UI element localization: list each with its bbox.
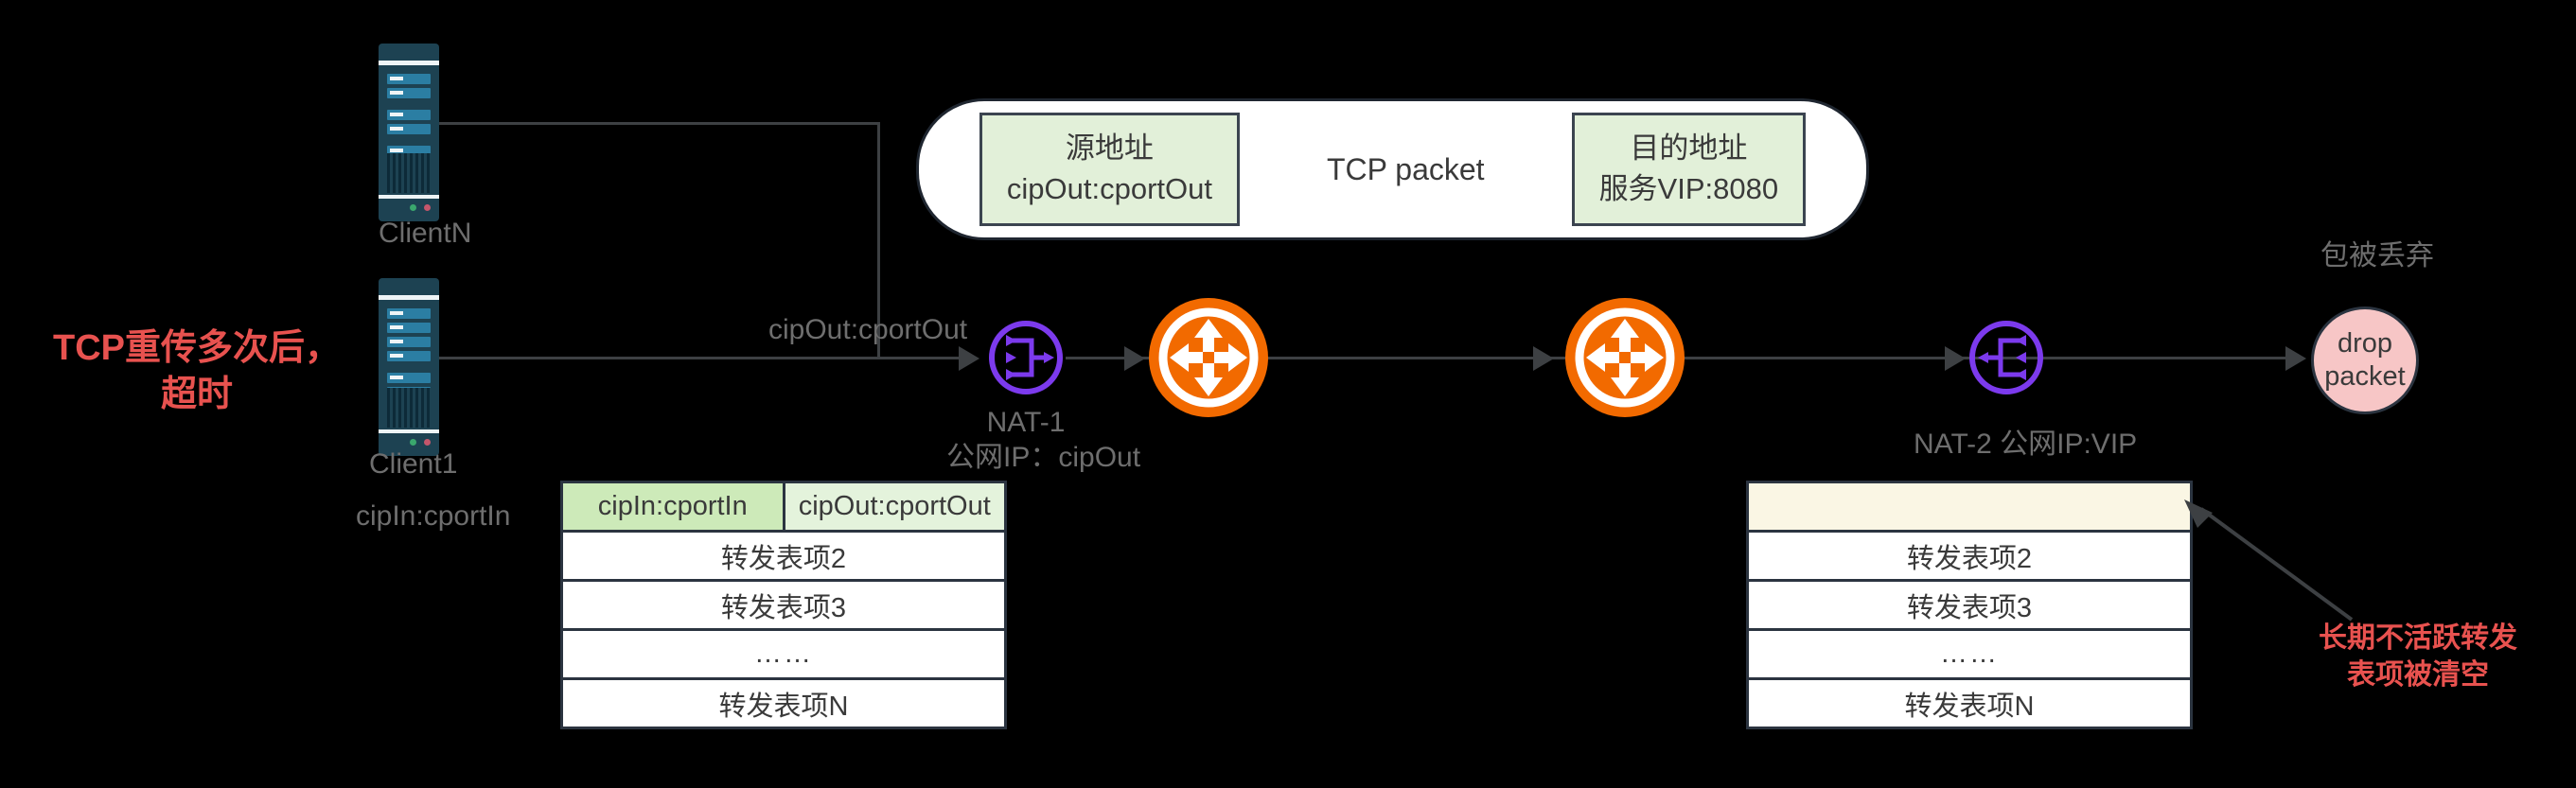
server-slot bbox=[387, 146, 431, 156]
nat-fanout-icon bbox=[989, 321, 1063, 394]
cleared-annotation-line2: 表项被清空 bbox=[2347, 659, 2489, 691]
server-slot-gap bbox=[387, 138, 431, 146]
nat2-drop-arrowhead bbox=[2285, 346, 2306, 371]
client-1-link-horizontal bbox=[439, 357, 880, 359]
nat-1[interactable] bbox=[986, 318, 1066, 397]
server-slot bbox=[387, 74, 431, 84]
server-led-green bbox=[410, 439, 416, 446]
drop-packet-line1: drop bbox=[2337, 327, 2393, 359]
client-n-link-horizontal bbox=[439, 122, 880, 125]
server-slot bbox=[387, 351, 431, 361]
drop-packet-node[interactable]: drop packet bbox=[2311, 306, 2419, 414]
client-n-label: ClientN bbox=[379, 218, 472, 249]
server-slot bbox=[387, 323, 431, 333]
server-slot-gap bbox=[387, 102, 431, 110]
nat-fanin-icon bbox=[1969, 321, 2043, 394]
table-row: 转发表项2 bbox=[1749, 533, 2190, 582]
client-n[interactable] bbox=[379, 44, 439, 221]
cleared-annotation-arrow bbox=[2184, 499, 2354, 622]
table-row: 转发表项N bbox=[1904, 691, 2035, 722]
table-header-row-empty bbox=[1749, 483, 2190, 533]
dropped-label: 包被丢弃 bbox=[2320, 240, 2434, 271]
tcp-packet-container: 源地址 cipOut:cportOut TCP packet 目的地址 服务VI… bbox=[916, 98, 1869, 240]
table-row: 转发表项N bbox=[718, 691, 849, 722]
cleared-annotation-line1: 长期不活跃转发 bbox=[2319, 622, 2517, 654]
router-1[interactable] bbox=[1147, 296, 1270, 419]
nat-1-label: NAT-1 bbox=[986, 407, 1066, 438]
server-vents bbox=[387, 153, 431, 193]
router1-router2-arrowhead bbox=[1533, 346, 1554, 371]
nat-2-label: NAT-2 公网IP:VIP bbox=[1914, 429, 2138, 460]
server-icon bbox=[379, 44, 439, 221]
packet-source-address: 源地址 cipOut:cportOut bbox=[979, 113, 1240, 226]
nat-2[interactable] bbox=[1967, 318, 2046, 397]
table-header-cell-out bbox=[1969, 483, 2190, 530]
table-row: 转发表项3 bbox=[1749, 582, 2190, 631]
table-row: …… bbox=[1749, 631, 2190, 680]
packet-destination-value: 服务VIP:8080 bbox=[1598, 172, 1779, 205]
server-slot bbox=[387, 88, 431, 98]
nat2-drop-line bbox=[2052, 357, 2303, 359]
table-row: 转发表项2 bbox=[563, 533, 1004, 582]
router-icon bbox=[1149, 298, 1268, 417]
server-slot bbox=[387, 337, 431, 347]
server-bottom-bar bbox=[379, 429, 439, 433]
server-top-bar bbox=[379, 61, 439, 65]
timeout-annotation-line2: 超时 bbox=[161, 375, 234, 415]
packet-type-label: TCP packet bbox=[1326, 151, 1485, 186]
router2-nat2-arrowhead bbox=[1945, 346, 1966, 371]
server-led-green bbox=[410, 204, 416, 211]
packet-source-title: 源地址 bbox=[1065, 131, 1154, 166]
client-n-link-vertical bbox=[877, 122, 880, 359]
server-slot bbox=[387, 110, 431, 120]
server-slot-gap bbox=[387, 365, 431, 373]
server-vents bbox=[387, 388, 431, 428]
nat-1-public-ip-label: 公网IP：cipOut bbox=[946, 442, 1141, 473]
client-1[interactable] bbox=[379, 278, 439, 456]
server-led-red bbox=[424, 204, 431, 211]
nat-1-inbound-line bbox=[877, 357, 959, 359]
link-label-cipout: cipOut:cportOut bbox=[768, 314, 968, 345]
table-row: 转发表项3 bbox=[563, 582, 1004, 631]
server-icon bbox=[379, 278, 439, 456]
client-1-address-label: cipIn:cportIn bbox=[356, 500, 511, 532]
router-2[interactable] bbox=[1563, 296, 1686, 419]
packet-destination-title: 目的地址 bbox=[1630, 131, 1748, 166]
server-slot bbox=[387, 373, 431, 383]
server-bottom-bar bbox=[379, 195, 439, 199]
table-header-cell-in bbox=[1749, 483, 1969, 530]
table-header-cell-out: cipOut:cportOut bbox=[785, 483, 1004, 530]
server-slot bbox=[387, 124, 431, 134]
cleared-annotation: 长期不活跃转发 表项被清空 bbox=[2319, 620, 2517, 693]
nat2-forwarding-table: 转发表项2 转发表项3 …… 转发表项N bbox=[1746, 481, 2193, 729]
drop-packet-line2: packet bbox=[2324, 361, 2406, 392]
client-1-label: Client1 bbox=[369, 448, 458, 480]
table-row: …… bbox=[563, 631, 1004, 680]
packet-destination-address: 目的地址 服务VIP:8080 bbox=[1571, 113, 1807, 226]
router-icon bbox=[1565, 298, 1685, 417]
table-header-cell-in: cipIn:cportIn bbox=[563, 483, 785, 530]
packet-source-value: cipOut:cportOut bbox=[1006, 172, 1212, 205]
nat-1-inbound-arrowhead bbox=[959, 346, 979, 371]
server-led-red bbox=[424, 439, 431, 446]
timeout-annotation: TCP重传多次后， 超时 bbox=[53, 325, 341, 419]
table-header-row: cipIn:cportIn cipOut:cportOut bbox=[563, 483, 1004, 533]
server-slot bbox=[387, 308, 431, 319]
server-top-bar bbox=[379, 295, 439, 300]
timeout-annotation-line1: TCP重传多次后， bbox=[53, 328, 342, 368]
nat1-forwarding-table: cipIn:cportIn cipOut:cportOut 转发表项2 转发表项… bbox=[560, 481, 1007, 729]
nat1-router1-arrowhead bbox=[1124, 346, 1145, 371]
